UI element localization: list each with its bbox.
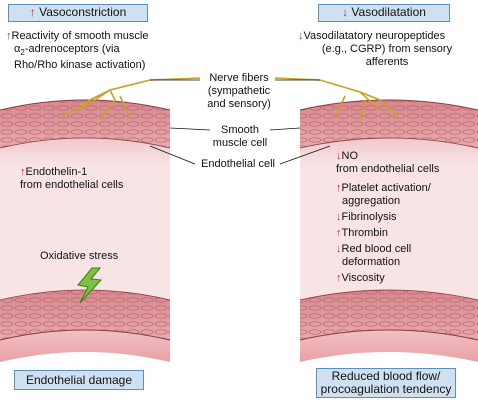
up-arrow-icon: ↑ <box>6 30 12 42</box>
reduced-blood-flow-footer: Reduced blood flow/ procoagulation tende… <box>316 368 456 398</box>
line: Platelet activation/ <box>341 182 431 194</box>
line: Reactivity of smooth muscle <box>11 30 149 42</box>
smooth-muscle-reactivity-text: ↑Reactivity of smooth muscle α2-adrenoce… <box>6 30 181 72</box>
up-arrow-icon: ↑ <box>20 166 26 178</box>
line: from endothelial cells <box>336 163 440 175</box>
leader-lines <box>149 79 331 165</box>
line: Smooth <box>221 124 259 136</box>
line: muscle cell <box>212 137 268 149</box>
header-label: Vasodilatation <box>351 5 426 19</box>
endothelial-damage-footer: Endothelial damage <box>14 370 144 390</box>
line: Vasodilatatory neuropeptides <box>303 30 446 42</box>
line: Reduced blood flow/ <box>331 369 441 383</box>
effect-item: ↑Viscosity <box>336 272 476 285</box>
line: -adrenoceptors (via <box>24 43 120 55</box>
nerve-fibers-label: Nerve fibers (sympathetic and sensory) <box>195 72 283 111</box>
line: (sympathetic <box>207 85 271 97</box>
up-arrow-icon: ↑ <box>336 272 342 284</box>
subscript: 2 <box>20 48 25 58</box>
line: and sensory) <box>207 98 271 110</box>
effect-item: ↑Platelet activation/ aggregation <box>336 182 476 208</box>
line: deformation <box>342 256 401 268</box>
endothelial-cell-label: Endothelial cell <box>201 158 275 170</box>
oxidative-stress-label: Oxidative stress <box>40 250 119 262</box>
down-arrow-icon: ↓ <box>336 150 342 162</box>
left-vessel <box>0 99 171 362</box>
line: Fibrinolysis <box>341 211 397 223</box>
up-arrow-icon: ↑ <box>336 182 342 194</box>
effect-item: ↓NO from endothelial cells <box>336 150 476 176</box>
right-effects-list: ↓NO from endothelial cells ↑Platelet act… <box>336 150 476 285</box>
down-arrow-icon: ↓ <box>336 211 342 223</box>
right-vessel <box>299 99 478 362</box>
effect-item: ↓Red blood cell deformation <box>336 243 476 269</box>
down-arrow-icon: ↓ <box>336 243 342 255</box>
line: Red blood cell <box>341 243 412 255</box>
up-arrow-icon: ↑ <box>29 5 36 19</box>
oxidative-stress-bolt-icon <box>77 267 103 304</box>
line: afferents <box>365 56 409 68</box>
line: from endothelial cells <box>20 179 124 191</box>
nerve-fibers <box>59 77 401 123</box>
line: Viscosity <box>341 272 385 284</box>
effect-item: ↓Fibrinolysis <box>336 211 476 224</box>
neuropeptides-text: ↓Vasodilatatory neuropeptides (e.g., CGR… <box>298 30 476 69</box>
line: procoagulation tendency <box>320 382 452 396</box>
vasodilatation-header: ↓ Vasodilatation <box>318 4 450 22</box>
up-arrow-icon: ↑ <box>336 227 342 239</box>
down-arrow-icon: ↓ <box>298 30 304 42</box>
line: Nerve fibers <box>209 72 269 84</box>
down-arrow-icon: ↓ <box>342 5 349 19</box>
line: NO <box>341 150 359 162</box>
vasoconstriction-header: ↑ Vasoconstriction <box>8 4 148 22</box>
line: (e.g., CGRP) from sensory <box>321 43 453 55</box>
endothelin-text: ↑Endothelin-1 from endothelial cells <box>20 166 170 192</box>
line: Endothelin-1 <box>25 166 88 178</box>
line: Rho/Rho kinase activation) <box>14 59 146 72</box>
line: α <box>14 43 21 55</box>
header-label: Vasoconstriction <box>39 5 127 19</box>
line: aggregation <box>342 195 401 207</box>
effect-item: ↑Thrombin <box>336 227 476 240</box>
smooth-muscle-label: Smooth muscle cell <box>205 124 275 150</box>
line: Thrombin <box>341 227 388 239</box>
